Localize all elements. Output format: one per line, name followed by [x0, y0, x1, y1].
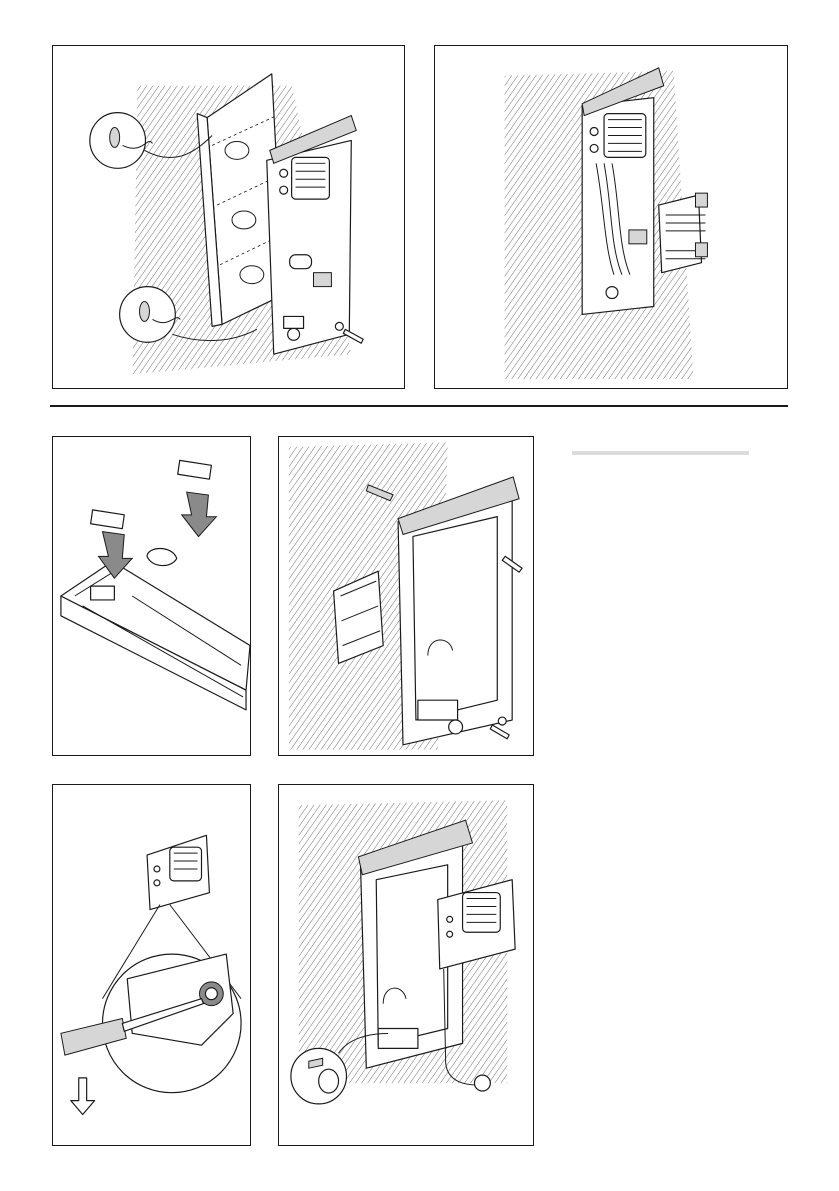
outline-down-arrow-icon [71, 1078, 95, 1115]
module-release-screwdriver-drawing [53, 785, 250, 1145]
knob [288, 328, 300, 340]
module-unit [147, 835, 209, 909]
connector-icon [659, 193, 708, 273]
blank-caption-bar [572, 451, 749, 455]
knob [449, 720, 463, 734]
wall-box-mounting-drawing [53, 46, 404, 388]
module-insert-drawing [279, 785, 533, 1145]
frame-fixing-figure [278, 436, 534, 756]
cabling-module-drawing [435, 46, 787, 388]
outer-frame [398, 477, 519, 745]
frame-label-insert-figure [52, 436, 251, 756]
frame-label-insert-drawing [53, 437, 250, 755]
wall-box-mounting-figure [52, 45, 405, 389]
cabling-module-figure [434, 45, 788, 389]
module-frame [582, 68, 664, 315]
knob [474, 1075, 490, 1091]
knob [606, 287, 618, 299]
module-frame [267, 116, 356, 355]
module-release-screwdriver-figure [52, 784, 251, 1146]
frame-fixing-drawing [279, 437, 533, 755]
section-divider [50, 405, 788, 407]
module-insert-figure [278, 784, 534, 1146]
